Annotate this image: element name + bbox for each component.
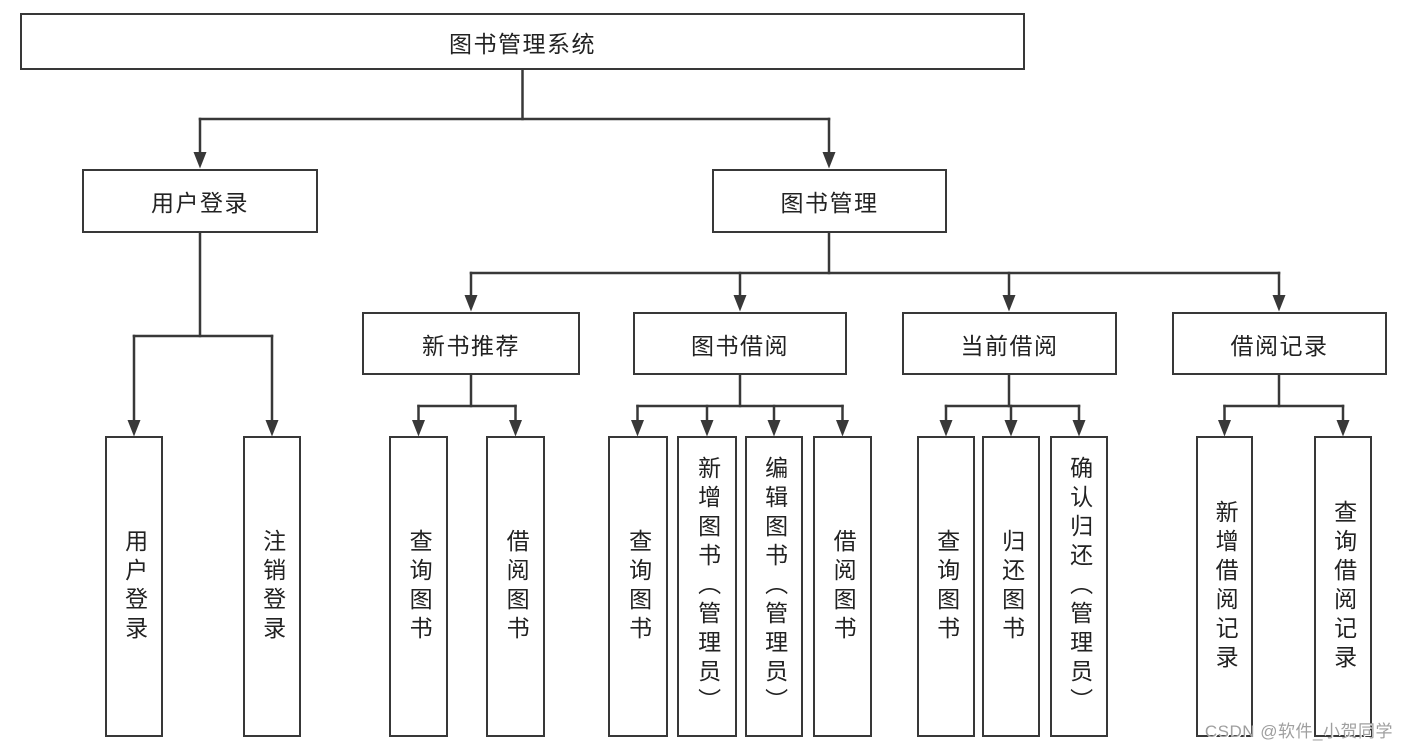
node-user-login: 用户登录 xyxy=(82,169,318,233)
leaf-label: 归还图书 xyxy=(998,528,1025,645)
leaf-query-books-3: 查询图书 xyxy=(917,436,975,737)
node-book-borrow: 图书借阅 xyxy=(633,312,847,375)
leaf-label: 用户登录 xyxy=(121,528,148,645)
connector-root-to-level2 xyxy=(193,68,836,169)
node-label: 图书管理 xyxy=(780,190,879,216)
connector-user-login-to-leaves xyxy=(127,231,279,437)
leaf-label: 查询图书 xyxy=(406,528,433,645)
leaf-label: 查询图书 xyxy=(625,528,652,645)
leaf-label: 新增图书（管理员） xyxy=(694,456,721,717)
leaf-borrow-books-1: 借阅图书 xyxy=(486,436,545,737)
node-label: 新书推荐 xyxy=(422,332,520,359)
csdn-watermark: CSDN @软件_小贺同学 xyxy=(1204,722,1393,741)
node-current-borrow: 当前借阅 xyxy=(902,312,1117,375)
leaf-add-book-admin: 新增图书（管理员） xyxy=(677,436,737,737)
node-root: 图书管理系统 xyxy=(20,13,1025,70)
connector-new-book-recommend-to-leaves xyxy=(412,373,522,437)
leaf-label: 借阅图书 xyxy=(830,528,857,645)
connector-current-borrow-to-leaves xyxy=(939,373,1086,437)
leaf-label: 查询图书 xyxy=(933,528,960,645)
leaf-query-books-2: 查询图书 xyxy=(608,436,668,737)
leaf-query-books-1: 查询图书 xyxy=(389,436,448,737)
node-label: 借阅记录 xyxy=(1230,332,1329,359)
leaf-borrow-books-2: 借阅图书 xyxy=(813,436,872,737)
node-new-book-recommend: 新书推荐 xyxy=(362,312,580,375)
leaf-label: 查询借阅记录 xyxy=(1330,499,1357,674)
leaf-query-borrow-record: 查询借阅记录 xyxy=(1314,436,1372,737)
leaf-label: 新增借阅记录 xyxy=(1212,499,1239,674)
leaf-logout: 注销登录 xyxy=(243,436,301,737)
leaf-label: 借阅图书 xyxy=(503,528,530,645)
node-borrow-records: 借阅记录 xyxy=(1172,312,1387,375)
node-label: 当前借阅 xyxy=(960,332,1059,359)
leaf-add-borrow-record: 新增借阅记录 xyxy=(1196,436,1253,737)
leaf-label: 确认归还（管理员） xyxy=(1066,456,1093,717)
node-label: 图书管理系统 xyxy=(449,30,596,57)
leaf-user-login: 用户登录 xyxy=(105,436,163,737)
node-label: 图书借阅 xyxy=(691,332,789,359)
leaf-edit-book-admin: 编辑图书（管理员） xyxy=(745,436,803,737)
leaf-return-book: 归还图书 xyxy=(982,436,1040,737)
leaf-confirm-return-admin: 确认归还（管理员） xyxy=(1050,436,1108,737)
leaf-label: 注销登录 xyxy=(259,528,286,645)
leaf-label: 编辑图书（管理员） xyxy=(761,456,788,717)
node-label: 用户登录 xyxy=(151,190,249,216)
connector-book-management-to-level3 xyxy=(464,231,1286,312)
connector-book-borrow-to-leaves xyxy=(631,373,849,437)
node-book-management: 图书管理 xyxy=(712,169,947,233)
connector-borrow-records-to-leaves xyxy=(1218,373,1350,437)
